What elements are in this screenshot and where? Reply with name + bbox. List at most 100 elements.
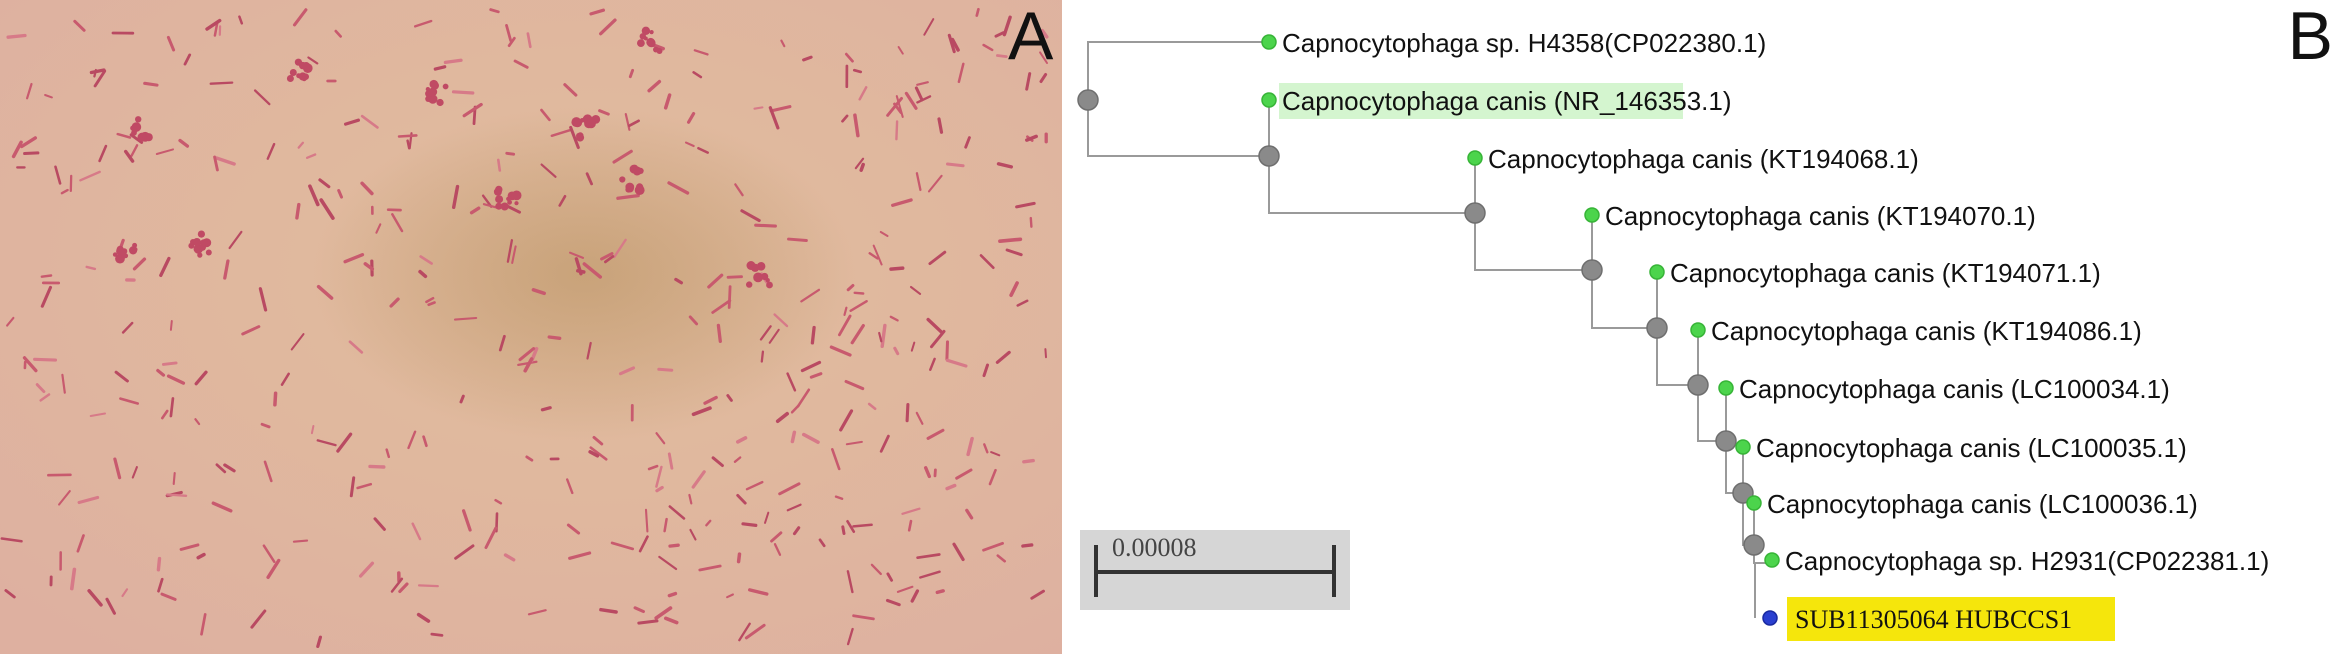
bacteria-clump — [746, 281, 752, 287]
bacteria-clump — [586, 119, 596, 129]
bacterium-rod — [843, 527, 844, 534]
bacteria-clump — [132, 243, 137, 248]
bacterium-rod — [145, 83, 157, 85]
bacteria-clump — [507, 200, 512, 205]
bacterium-rod — [35, 359, 56, 360]
bacterium-rod — [461, 396, 463, 402]
bacterium-rod — [907, 405, 908, 421]
bacteria-clump — [290, 69, 297, 76]
leaf-node — [1650, 265, 1664, 279]
micrograph-panel: A — [0, 0, 1062, 654]
bacteria-clump — [295, 59, 302, 66]
internal-node — [1259, 146, 1279, 166]
bacterium-rod — [432, 634, 442, 635]
bacteria-clump — [495, 195, 503, 203]
bacterium-rod — [792, 432, 794, 441]
query-node — [1763, 611, 1777, 625]
bacterium-rod — [718, 325, 720, 341]
bacterium-rod — [370, 466, 384, 467]
leaf-node — [1468, 151, 1482, 165]
internal-node — [1688, 375, 1708, 395]
leaf-node — [1585, 208, 1599, 222]
bacterium-rod — [1000, 239, 1021, 241]
bacteria-clump — [625, 187, 631, 193]
bacteria-clump — [193, 238, 201, 246]
query-leaf-label: SUB11305064 HUBCCS1 — [1795, 605, 2072, 634]
internal-node — [1744, 535, 1764, 555]
bacteria-clump — [135, 116, 141, 122]
scale-bar-label: 0.00008 — [1112, 533, 1197, 562]
bacterium-rod — [42, 276, 51, 277]
leaf-label: Capnocytophaga canis (KT194086.1) — [1711, 316, 2142, 346]
bacterium-rod — [297, 205, 299, 218]
bacterium-rod — [445, 60, 461, 62]
bacteria-clump — [512, 191, 522, 201]
internal-node — [1465, 203, 1485, 223]
leaf-node — [1719, 381, 1733, 395]
bacterium-rod — [294, 541, 307, 542]
bacteria-clump — [296, 73, 301, 78]
bacterium-rod — [855, 293, 864, 294]
leaf-node — [1736, 440, 1750, 454]
phylogenetic-tree-panel: Capnocytophaga sp. H4358(CP022380.1) Cap… — [1062, 0, 2343, 654]
bacterium-rod — [8, 36, 25, 38]
bacterium-rod — [507, 153, 514, 154]
bacteria-clump — [198, 231, 205, 238]
bacteria-clump — [646, 38, 655, 47]
bacteria-clump — [131, 124, 139, 132]
phylogenetic-tree: Capnocytophaga sp. H4358(CP022380.1) Cap… — [1062, 0, 2343, 654]
leaf-label: Capnocytophaga sp. H2931(CP022381.1) — [1785, 546, 2269, 576]
bacteria-clump — [637, 39, 645, 47]
leaf-node — [1765, 553, 1779, 567]
bacteria-clump — [633, 167, 642, 176]
bacteria-clump — [425, 96, 431, 102]
bacterium-rod — [498, 160, 500, 171]
bacterium-rod — [174, 473, 175, 484]
branch-root-bottom — [1088, 102, 1269, 156]
bacteria-clump — [199, 244, 206, 251]
bacterium-rod — [789, 239, 807, 240]
bacteria-clump — [138, 137, 143, 142]
micrograph-image — [0, 0, 1062, 654]
bacteria-clump — [577, 132, 583, 138]
bacterium-rod — [211, 83, 233, 84]
leaf-node — [1262, 35, 1276, 49]
bacterium-rod — [755, 107, 763, 108]
bacterium-rod — [762, 352, 763, 362]
bacteria-clump — [642, 27, 650, 35]
bacterium-rod — [646, 510, 647, 532]
bacteria-clump — [302, 76, 307, 81]
bacteria-clump — [650, 30, 654, 34]
bacterium-rod — [670, 545, 678, 546]
bacterium-rod — [854, 525, 872, 527]
bacterium-rod — [542, 408, 550, 410]
panel-label-b: B — [2288, 2, 2333, 70]
bacteria-clump — [653, 47, 659, 53]
leaf-label: Capnocytophaga sp. H4358(CP022380.1) — [1282, 28, 1766, 58]
bacterium-rod — [419, 585, 438, 586]
internal-node — [1716, 431, 1736, 451]
bacterium-rod — [399, 135, 416, 136]
bacteria-clump — [430, 80, 439, 89]
bacteria-clump — [303, 63, 313, 73]
bacterium-rod — [729, 287, 730, 308]
bacterium-rod — [997, 56, 1006, 57]
bacteria-clump — [426, 87, 430, 91]
bacterium-rod — [948, 164, 964, 166]
bacteria-clump — [437, 99, 444, 106]
bacterium-rod — [756, 225, 776, 226]
bacterium-rod — [896, 121, 897, 139]
bacterium-rod — [1031, 218, 1032, 227]
bacterium-rod — [167, 495, 186, 496]
bacterium-rod — [275, 393, 276, 405]
internal-node — [1582, 260, 1602, 280]
leaf-label: Capnocytophaga canis (LC100034.1) — [1739, 374, 2170, 404]
bacterium-rod — [601, 610, 616, 612]
bacteria-clump — [121, 251, 126, 256]
bacterium-rod — [1024, 461, 1033, 462]
leaf-node — [1262, 93, 1276, 107]
branch-n2-child — [1475, 213, 1592, 270]
bacteria-clump — [206, 250, 212, 256]
leaf-node — [1747, 496, 1761, 510]
bacterium-rod — [454, 92, 473, 93]
